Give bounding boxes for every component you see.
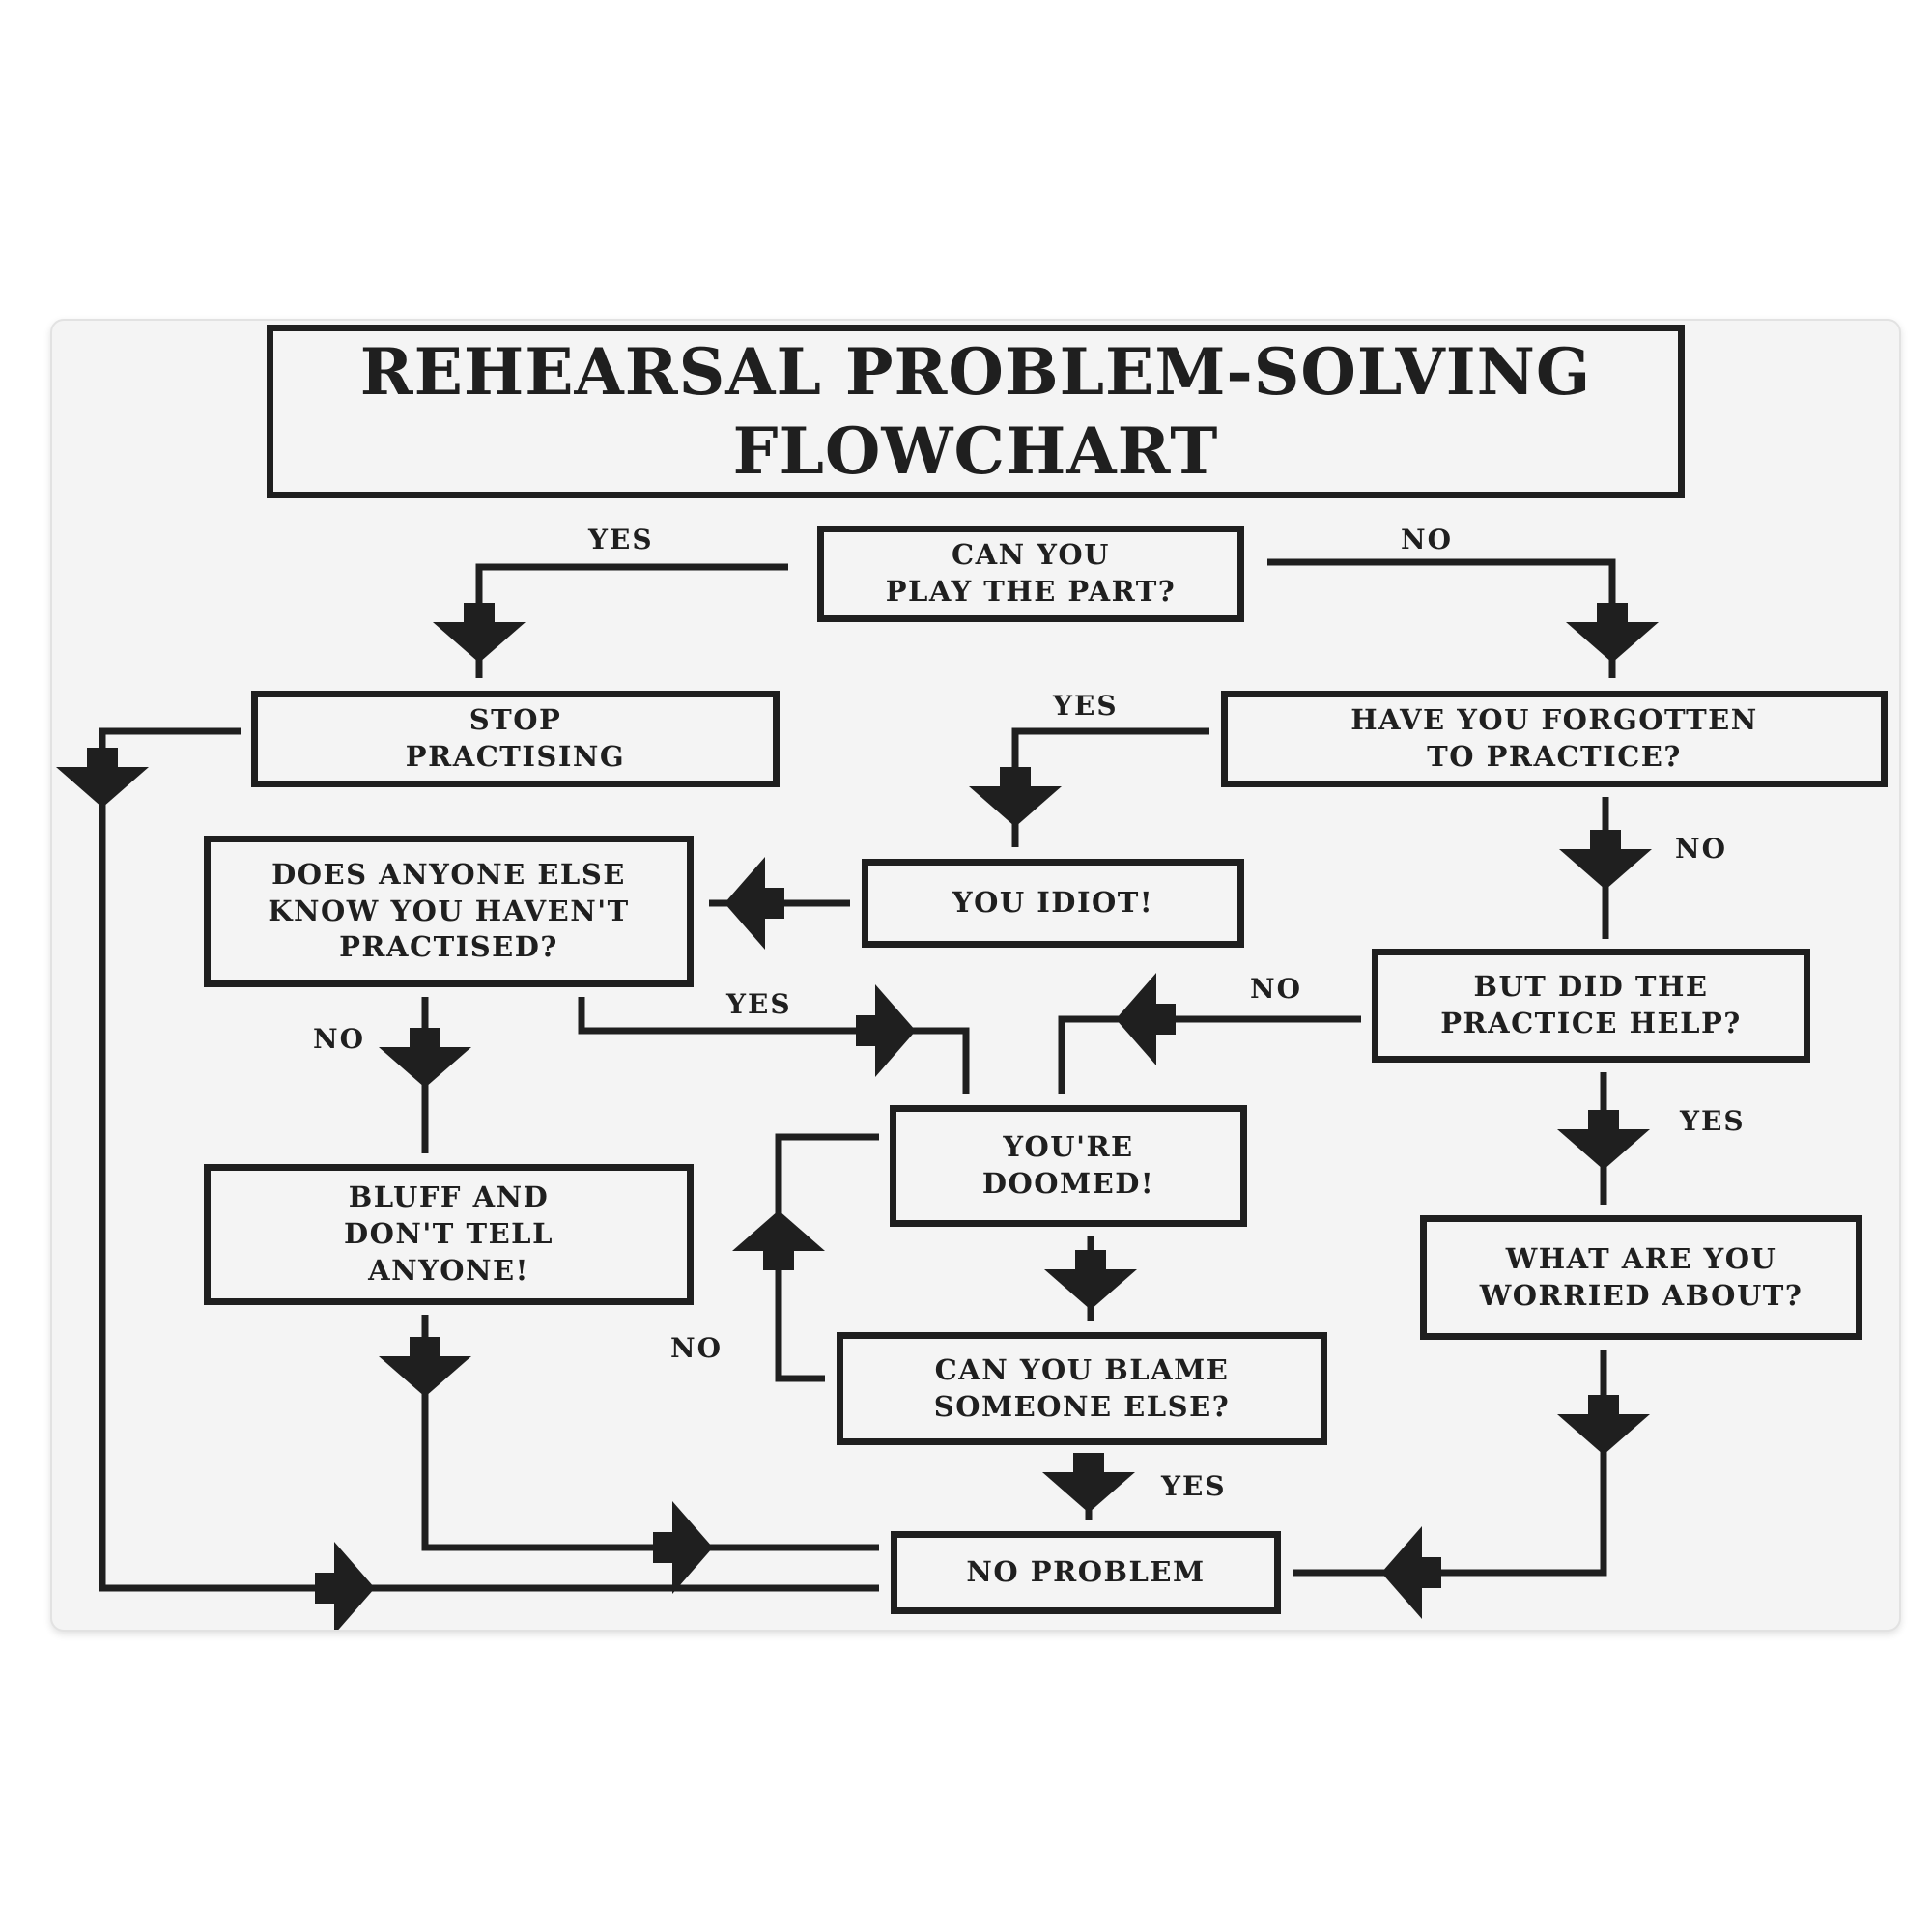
arrow-anyone-no	[379, 1028, 471, 1088]
label-blame-no: NO	[670, 1332, 723, 1364]
node-no-problem: NO PROBLEM	[891, 1531, 1281, 1614]
node-stop-practising: STOP PRACTISING	[251, 691, 780, 787]
connector-play-yes	[475, 563, 788, 678]
flow-connectors	[56, 558, 1659, 1630]
node-does-anyone-else-know: DOES ANYONE ELSE KNOW YOU HAVEN'T PRACTI…	[204, 836, 694, 987]
label-forgotten-no: NO	[1675, 833, 1727, 865]
connector-bluff-to-no-problem	[421, 1315, 879, 1551]
label-help-yes: YES	[1680, 1105, 1746, 1137]
connector-worried-to-no-problem	[1293, 1350, 1607, 1577]
label-play-no: NO	[1401, 524, 1453, 555]
node-can-you-play-the-part: CAN YOU PLAY THE PART?	[817, 526, 1244, 622]
arrow-worried-to-no-problem	[1381, 1526, 1441, 1619]
label-help-no: NO	[1250, 973, 1302, 1005]
connector-stop-loop	[99, 727, 879, 1592]
connector-play-no	[1267, 558, 1616, 678]
arrow-to-practice-help	[1559, 830, 1652, 890]
connector-help-no	[1058, 1015, 1361, 1094]
arrow-to-anyone-else	[724, 857, 784, 950]
arrow-to-you-idiot	[969, 767, 1062, 827]
arrow-blame-no-up	[732, 1210, 825, 1270]
label-anyone-no: NO	[313, 1023, 365, 1055]
node-but-did-the-practice-help: BUT DID THE PRACTICE HELP?	[1372, 949, 1810, 1063]
label-anyone-yes: YES	[726, 988, 792, 1020]
node-can-you-blame-someone-else: CAN YOU BLAME SOMEONE ELSE?	[837, 1332, 1327, 1445]
label-forgotten-yes: YES	[1053, 690, 1119, 722]
arrow-bluff-to-no-problem	[653, 1501, 713, 1594]
node-have-you-forgotten-to-practice: HAVE YOU FORGOTTEN TO PRACTICE?	[1221, 691, 1888, 787]
arrow-blame-yes	[1042, 1453, 1135, 1513]
arrow-worried-down	[1557, 1395, 1650, 1455]
node-what-are-you-worried-about: WHAT ARE YOU WORRIED ABOUT?	[1420, 1215, 1862, 1340]
cutting-board: REHEARSAL PROBLEM-SOLVING FLOWCHART CAN …	[50, 319, 1901, 1632]
arrow-help-yes	[1557, 1110, 1650, 1170]
arrow-doomed-to-blame	[1044, 1250, 1137, 1310]
arrow-to-forgotten	[1566, 603, 1659, 663]
flowchart-title: REHEARSAL PROBLEM-SOLVING FLOWCHART	[267, 325, 1685, 498]
arrow-help-no	[1116, 973, 1176, 1065]
arrow-left-edge-to-no-problem	[315, 1542, 375, 1630]
arrow-to-stop-practising	[433, 603, 526, 663]
label-blame-yes: YES	[1161, 1470, 1227, 1502]
arrow-anyone-yes	[856, 984, 916, 1077]
arrow-bluff-down	[379, 1337, 471, 1397]
label-play-yes: YES	[588, 524, 654, 555]
node-youre-doomed: YOU'RE DOOMED!	[890, 1105, 1247, 1227]
node-bluff-and-dont-tell-anyone: BLUFF AND DON'T TELL ANYONE!	[204, 1164, 694, 1305]
node-you-idiot: YOU IDIOT!	[862, 859, 1244, 948]
connector-anyone-yes	[578, 997, 970, 1094]
arrow-stop-loop-down	[56, 748, 149, 808]
